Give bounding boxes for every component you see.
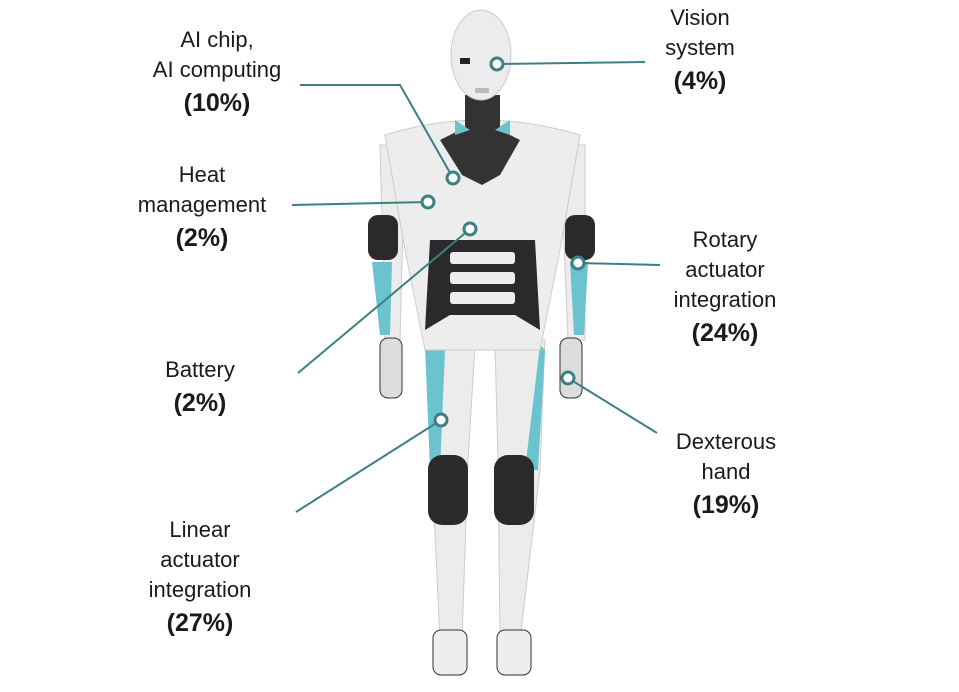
- label-line: actuator: [160, 547, 240, 572]
- ai-chip-leader: [300, 84, 454, 179]
- label-heat: Heat management (2%): [138, 160, 266, 256]
- label-percent: (4%): [673, 67, 727, 95]
- label-dexterous: Dexterous hand (19%): [676, 427, 776, 523]
- label-line: AI computing: [152, 57, 282, 82]
- battery-leader: [297, 228, 471, 374]
- label-vision: Vision system (4%): [665, 3, 735, 99]
- ai-chip-marker: [445, 170, 461, 186]
- dexterous-leader: [567, 377, 658, 434]
- label-percent: (10%): [183, 89, 251, 117]
- label-line: Rotary: [692, 227, 758, 252]
- battery-marker: [462, 221, 478, 237]
- label-percent: (2%): [175, 224, 229, 252]
- label-ai-chip: AI chip, AI computing (10%): [153, 25, 281, 121]
- label-linear: Linear actuator integration (27%): [149, 515, 252, 641]
- leader-lines: [291, 61, 661, 513]
- label-line: hand: [701, 459, 751, 484]
- label-line: management: [137, 192, 267, 217]
- label-line: system: [665, 35, 735, 60]
- robot-illustration: [368, 9, 595, 676]
- label-battery: Battery (2%): [165, 355, 235, 421]
- label-line: AI chip,: [180, 27, 254, 52]
- label-percent: (27%): [166, 609, 234, 637]
- label-line: Battery: [165, 357, 235, 382]
- label-line: integration: [673, 287, 777, 312]
- label-line: Dexterous: [675, 429, 777, 454]
- label-line: Heat: [178, 162, 226, 187]
- marker-circles: [420, 56, 586, 428]
- label-line: actuator: [685, 257, 765, 282]
- linear-marker: [433, 412, 449, 428]
- label-rotary: Rotary actuator integration (24%): [674, 225, 777, 351]
- rotary-marker: [570, 255, 586, 271]
- label-percent: (2%): [173, 389, 227, 417]
- heat-marker: [420, 194, 436, 210]
- label-line: Linear: [169, 517, 231, 542]
- heat-leader: [291, 201, 429, 206]
- vision-marker: [489, 56, 505, 72]
- label-percent: (19%): [692, 491, 760, 519]
- vision-leader: [496, 61, 646, 65]
- label-line: Vision: [670, 5, 730, 30]
- dexterous-marker: [560, 370, 576, 386]
- rotary-leader: [577, 262, 661, 266]
- label-line: integration: [148, 577, 252, 602]
- label-percent: (24%): [691, 319, 759, 347]
- linear-leader: [295, 419, 442, 513]
